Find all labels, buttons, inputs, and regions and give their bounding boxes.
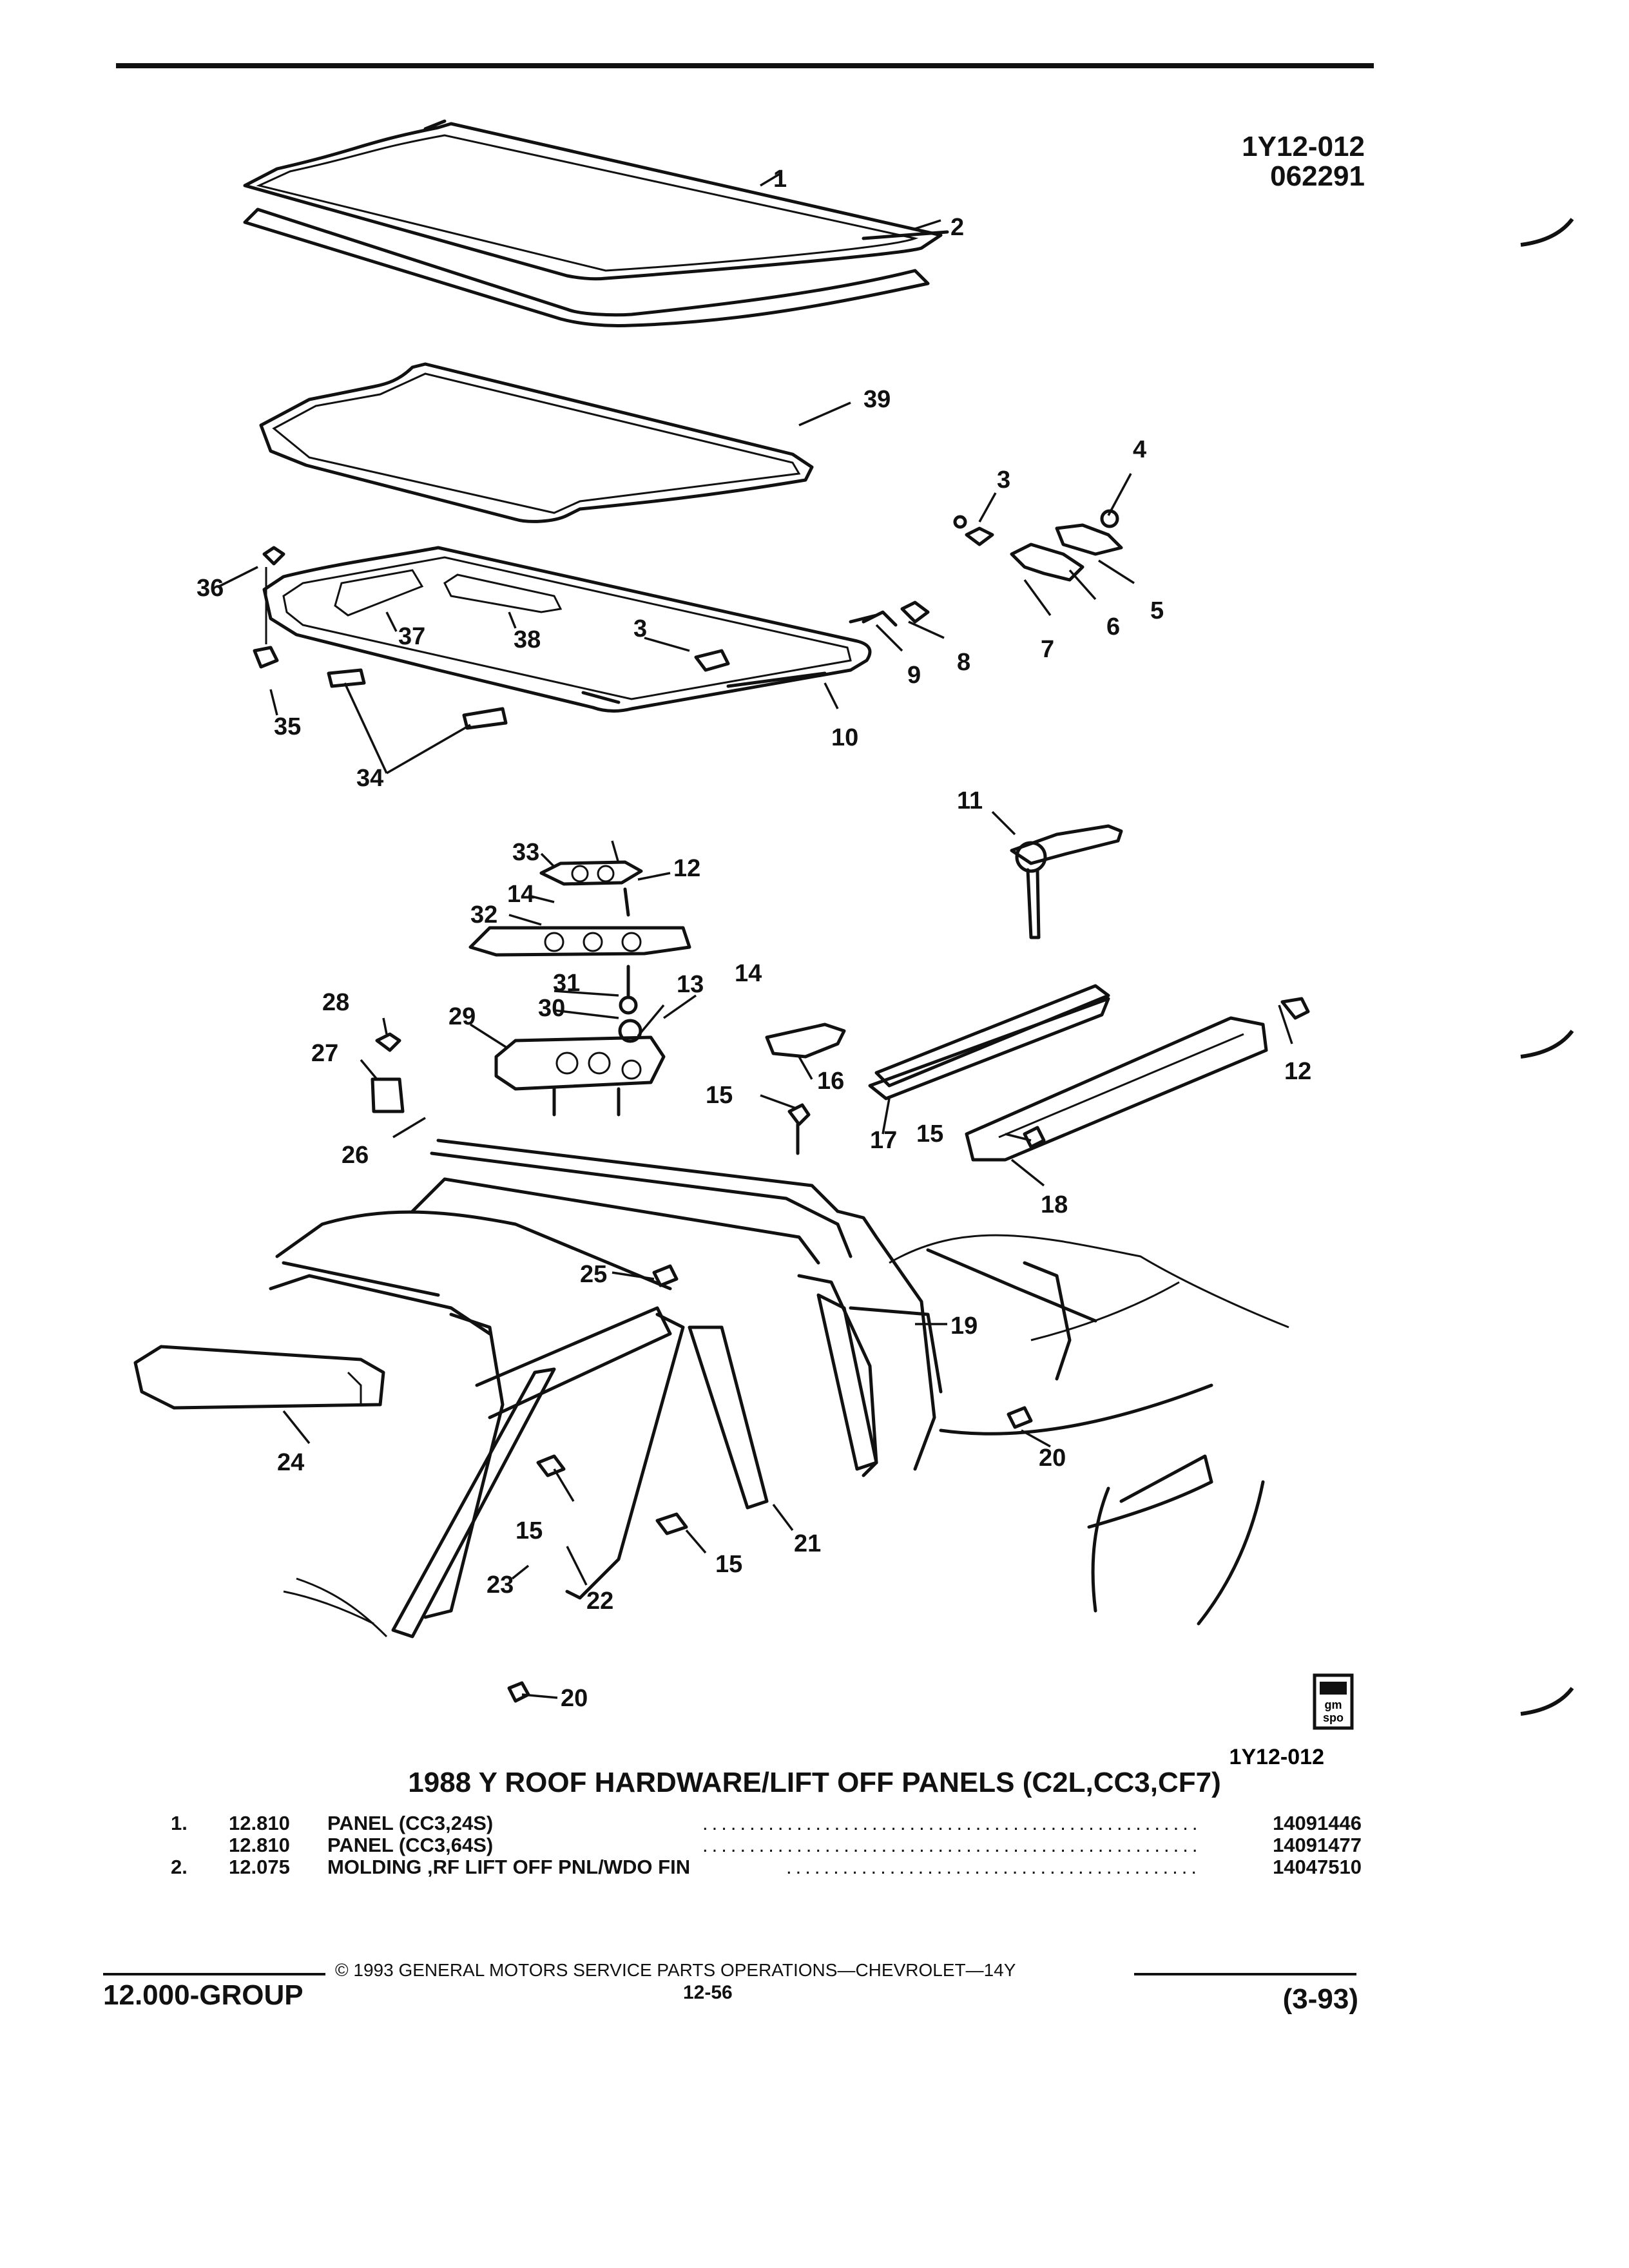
weatherstrip-16-17-18 — [765, 984, 1310, 1162]
logo-text-gm: gm — [1325, 1698, 1342, 1711]
top-rule — [116, 63, 1374, 68]
callout-15c: 15 — [516, 1517, 543, 1544]
row-description: MOLDING ,RF LIFT OFF PNL/WDO FIN — [327, 1856, 691, 1878]
roof-liner-39 — [259, 362, 814, 523]
hinge-block-29 — [494, 1035, 666, 1117]
callout-4: 4 — [1133, 436, 1146, 463]
row-description: PANEL (CC3,64S) — [327, 1834, 494, 1856]
callout-9: 9 — [907, 662, 921, 689]
callout-30: 30 — [538, 995, 565, 1022]
callout-12b: 12 — [1284, 1058, 1311, 1085]
figure-code: 1Y12-012 — [1229, 1745, 1324, 1769]
roof-molding-2 — [243, 207, 930, 328]
callout-12a: 12 — [673, 855, 700, 882]
callout-18: 18 — [1041, 1191, 1068, 1218]
callout-21: 21 — [794, 1530, 821, 1557]
leader-lines — [218, 173, 1293, 1699]
row-description: PANEL (CC3,24S) — [327, 1812, 494, 1834]
callout-37: 37 — [398, 623, 425, 650]
logo-text-spo: spo — [1323, 1711, 1344, 1724]
callout-32: 32 — [470, 901, 497, 928]
vehicle-body — [269, 1139, 1289, 1639]
sunshade-24 — [133, 1345, 385, 1410]
hinge-bracket-32-33 — [468, 860, 691, 1043]
callout-27: 27 — [311, 1040, 338, 1067]
callout-23: 23 — [487, 1571, 514, 1599]
callout-33: 33 — [512, 839, 539, 866]
callout-1: 1 — [773, 166, 787, 193]
callout-8: 8 — [957, 649, 970, 676]
footer-page-number: 12-56 — [683, 1982, 733, 2003]
footer-rule-left — [103, 1973, 325, 1975]
binder-marks — [1520, 218, 1574, 1716]
parts-list-title: 1988 Y ROOF HARDWARE/LIFT OFF PANELS (C2… — [408, 1767, 1221, 1798]
callout-6: 6 — [1106, 613, 1120, 640]
footer-rule-right — [1134, 1973, 1356, 1975]
callout-16: 16 — [817, 1068, 844, 1095]
header-ref-date: 062291 — [1270, 160, 1365, 193]
callout-38: 38 — [514, 626, 541, 653]
callout-20a: 20 — [1039, 1445, 1066, 1472]
callout-39: 39 — [863, 386, 891, 413]
row-group: 12.075 — [229, 1856, 290, 1878]
callout-29: 29 — [448, 1003, 476, 1030]
spacers-34-35-36 — [253, 546, 508, 730]
footer-group: 12.000-GROUP — [103, 1979, 304, 2011]
callout-7: 7 — [1041, 636, 1054, 663]
callout-35: 35 — [274, 713, 301, 740]
row-leader-dots: ........................................… — [702, 1812, 1199, 1834]
callout-10: 10 — [831, 724, 858, 751]
parts-row-2: 12.810 PANEL (CC3,64S) .................… — [0, 1834, 1629, 1860]
gm-spo-logo: gm spo — [1313, 1673, 1354, 1730]
callout-34: 34 — [356, 765, 383, 792]
footer-date-code: (3-93) — [1282, 1983, 1358, 2015]
fastener-27-28 — [371, 1032, 405, 1113]
callout-3b: 3 — [633, 615, 647, 642]
row-index: 1. — [171, 1812, 188, 1834]
exploded-parts-diagram: 1 2 3 3 4 5 6 7 8 9 10 11 12 12 13 14 14… — [133, 119, 1574, 1769]
callout-labels: 1 2 3 3 4 5 6 7 8 9 10 11 12 12 13 14 14… — [197, 166, 1311, 1712]
callout-3a: 3 — [997, 466, 1010, 494]
row-group: 12.810 — [229, 1812, 290, 1834]
row-group: 12.810 — [229, 1834, 290, 1856]
footer-copyright: © 1993 GENERAL MOTORS SERVICE PARTS OPER… — [335, 1960, 1016, 1980]
callout-15a: 15 — [706, 1082, 733, 1109]
roof-frame-10 — [262, 546, 872, 713]
callout-19: 19 — [950, 1312, 978, 1340]
callout-2: 2 — [950, 214, 964, 241]
latch-hardware — [694, 509, 1123, 672]
lock-cylinder-11 — [1010, 824, 1123, 939]
row-leader-dots: ........................................… — [702, 1834, 1199, 1856]
callout-14a: 14 — [507, 881, 534, 908]
row-index: 2. — [171, 1856, 188, 1878]
row-part-number: 14091446 — [1273, 1812, 1362, 1834]
callout-26: 26 — [342, 1142, 369, 1169]
callout-13: 13 — [677, 971, 704, 998]
callout-36: 36 — [197, 575, 224, 602]
callout-20b: 20 — [561, 1685, 588, 1712]
callout-25: 25 — [580, 1261, 607, 1288]
callout-22: 22 — [586, 1588, 613, 1615]
parts-row-1: 1. 12.810 PANEL (CC3,24S) ..............… — [0, 1812, 1629, 1838]
callout-11: 11 — [957, 787, 983, 814]
header-ref: 1Y12-012 062291 — [1211, 131, 1365, 193]
callout-24: 24 — [277, 1449, 304, 1476]
callout-15b: 15 — [916, 1120, 943, 1148]
callout-28: 28 — [322, 989, 349, 1016]
row-part-number: 14091477 — [1273, 1834, 1362, 1856]
callout-31: 31 — [553, 970, 580, 997]
parts-row-3: 2. 12.075 MOLDING ,RF LIFT OFF PNL/WDO F… — [0, 1856, 1629, 1881]
callout-17: 17 — [870, 1127, 897, 1154]
roof-panel-1 — [243, 119, 949, 281]
header-ref-code: 1Y12-012 — [1242, 131, 1365, 162]
row-part-number: 14047510 — [1273, 1856, 1362, 1878]
callout-5: 5 — [1150, 597, 1164, 624]
callout-15d: 15 — [715, 1551, 742, 1578]
callout-14b: 14 — [735, 960, 762, 987]
row-leader-dots: ........................................… — [786, 1856, 1199, 1878]
